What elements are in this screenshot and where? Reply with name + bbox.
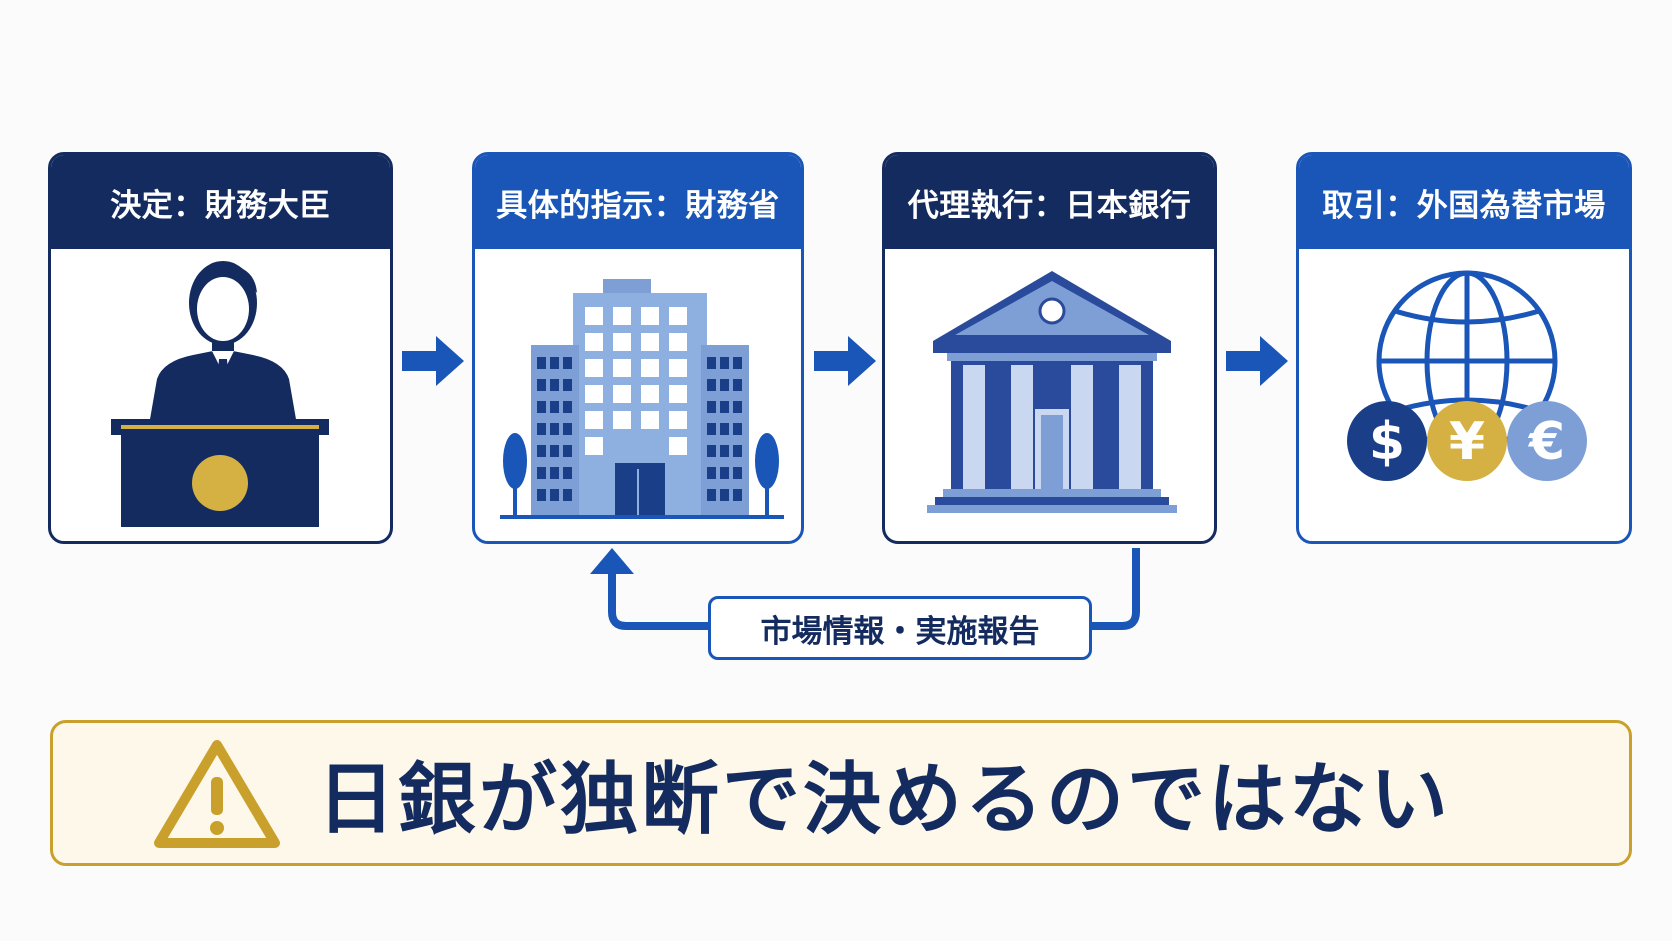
step-card-boj: 代理執行：日本銀行 [882,152,1217,544]
step-card-fx-market: 取引：外国為替市場 $ ¥ € [1296,152,1632,544]
step-title: 具体的指示：財務省 [475,155,801,249]
arrow-right-icon [814,336,876,386]
arrow-right-icon [402,336,464,386]
warning-triangle-icon [154,740,280,848]
step-card-ministry: 具体的指示：財務省 [472,152,804,544]
step-title: 取引：外国為替市場 [1299,155,1629,249]
step-title: 代理執行：日本銀行 [885,155,1214,249]
dollar-symbol: $ [1369,412,1405,472]
warning-banner: 日銀が独断で決めるのではない [50,720,1632,866]
warning-text: 日銀が独断で決めるのではない [317,755,1452,845]
feedback-label: 市場情報・実施報告 [708,596,1092,660]
bank-building-icon [927,271,1177,513]
yen-symbol: ¥ [1449,412,1485,472]
arrow-up-icon [590,548,634,574]
speaker-at-podium-icon [111,261,329,527]
arrow-right-icon [1226,336,1288,386]
step-title: 決定：財務大臣 [51,155,390,249]
office-building-icon [500,279,784,519]
euro-symbol: € [1528,412,1565,472]
step-card-minister: 決定：財務大臣 [48,152,393,544]
globe-currency-icon: $ ¥ € [1347,270,1587,481]
